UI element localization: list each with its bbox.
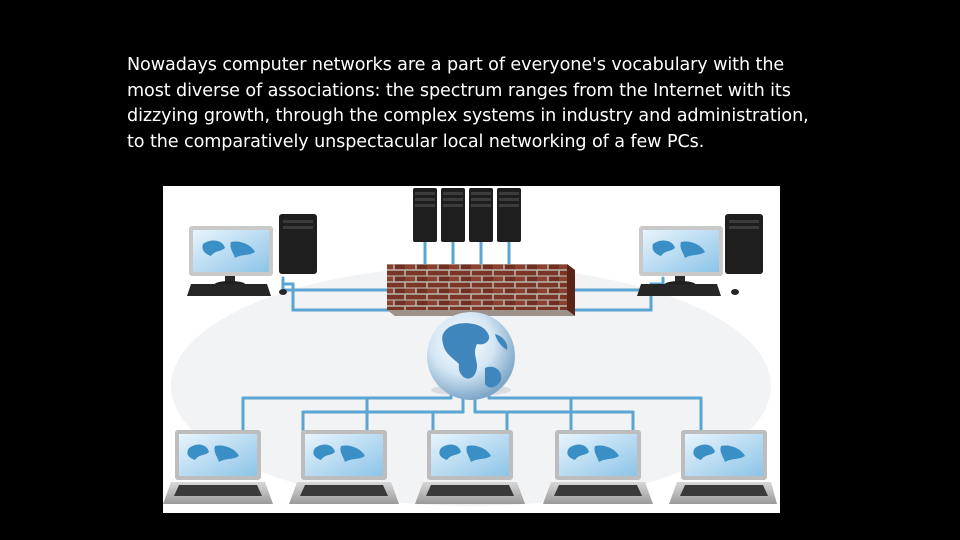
desktop-computer-icon-left [187,214,317,296]
globe-icon [427,312,515,400]
server-rack-icon [413,188,521,242]
desktop-computer-icon-right [637,214,763,296]
laptop-icon-1 [163,430,273,504]
laptop-icon-5 [669,430,777,504]
laptop-icon-2 [289,430,399,504]
network-illustration [163,186,780,513]
slide-paragraph: Nowadays computer networks are a part of… [127,55,809,152]
laptop-icon-3 [415,430,525,504]
firewall-brick-icon [387,264,575,316]
laptop-icon-4 [543,430,653,504]
